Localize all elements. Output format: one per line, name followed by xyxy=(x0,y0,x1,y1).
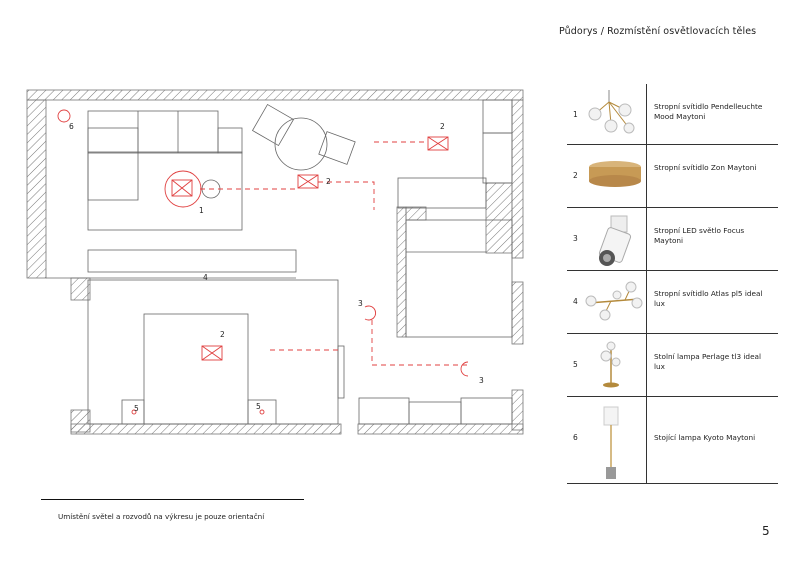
plan-label-2: 2 xyxy=(440,122,445,131)
plan-label-2: 2 xyxy=(326,177,331,186)
legend-number: 4 xyxy=(573,297,578,306)
legend-number: 2 xyxy=(573,171,578,180)
plan-label-2: 2 xyxy=(220,330,225,339)
plan-label-1: 1 xyxy=(199,206,204,215)
page-title: Půdorys / Rozmístění osvětlovacích těles xyxy=(559,26,757,37)
lighting-legend: 1 Stropní svítidlo Pendelleuchte Mood Ma… xyxy=(567,84,778,484)
legend-name: Stropní svítidlo Atlas pl5 ideal lux xyxy=(654,289,763,308)
pendant-chandelier-icon xyxy=(588,90,635,134)
spot-light-icon xyxy=(598,215,632,266)
legend-row: 4 Stropní svítidlo Atlas pl5 ideal lux xyxy=(567,271,778,334)
legend-number: 1 xyxy=(573,110,578,119)
legend-name: Stropní LED světlo Focus Maytoni xyxy=(654,226,745,245)
legend-number: 5 xyxy=(573,360,578,369)
plan-label-5: 5 xyxy=(256,402,261,411)
legend-row: 2 Stropní svítidlo Zon Maytoni xyxy=(567,145,778,208)
legend-number: 3 xyxy=(573,234,578,243)
legend-row: 3 Stropní LED světlo Focus Maytoni xyxy=(567,208,778,271)
walls xyxy=(26,89,524,435)
footer-note: Umístění světel a rozvodů na výkresu je … xyxy=(58,512,265,521)
atlas-ceiling-light-icon xyxy=(585,281,643,321)
plan-label-3: 3 xyxy=(358,299,363,308)
legend-name: Stropní svítidlo Pendelleuchte Mood Mayt… xyxy=(654,102,763,121)
plan-label-6: 6 xyxy=(69,122,74,131)
legend-name: Stojící lampa Kyoto Maytoni xyxy=(654,433,756,442)
legend-row: 5 Stolní lampa Perlage tl3 ideal lux xyxy=(567,334,778,397)
round-ceiling-light-icon xyxy=(589,161,641,187)
page-number: 5 xyxy=(762,524,770,538)
plan-label-3: 3 xyxy=(479,376,484,385)
legend-number: 6 xyxy=(573,433,578,442)
footer-divider xyxy=(41,499,304,500)
floor-lamp-icon xyxy=(603,406,619,479)
plan-label-4: 4 xyxy=(203,273,208,282)
legend-name: Stolní lampa Perlage tl3 ideal lux xyxy=(654,352,762,371)
table-lamp-icon xyxy=(600,341,621,388)
plan-label-5: 5 xyxy=(134,404,139,413)
legend-row: 1 Stropní svítidlo Pendelleuchte Mood Ma… xyxy=(567,84,778,145)
legend-name: Stropní svítidlo Zon Maytoni xyxy=(654,163,757,172)
legend-row: 6 Stojící lampa Kyoto Maytoni xyxy=(567,397,778,484)
